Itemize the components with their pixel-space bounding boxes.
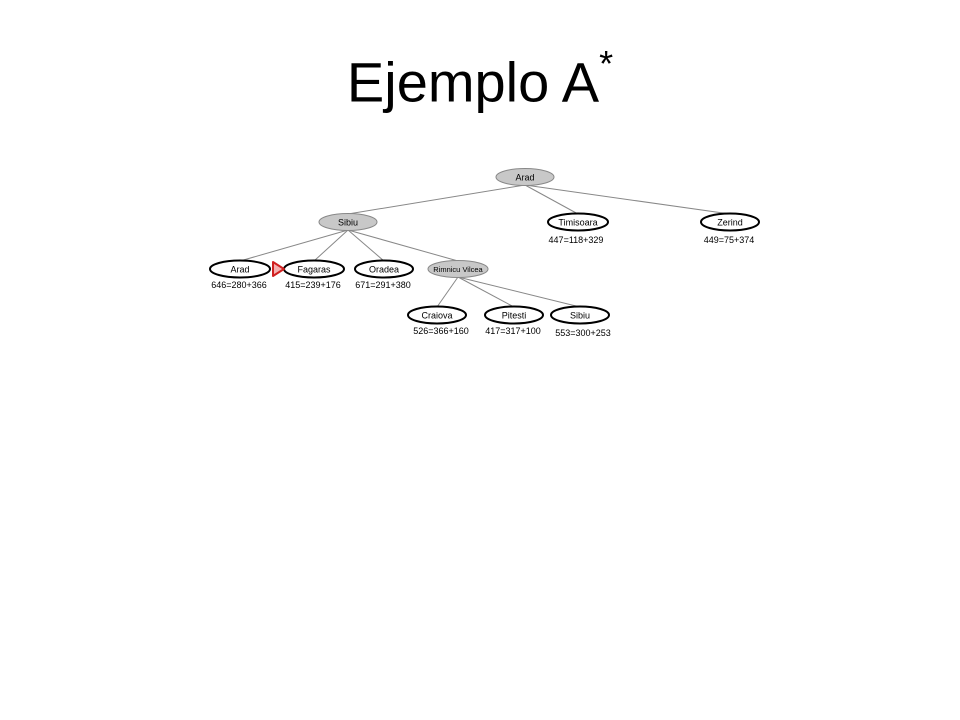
node-arad-root: Arad (495, 168, 555, 186)
node-cost: 415=239+176 (285, 280, 341, 290)
edge-rimnicu-craiova (436, 276, 459, 308)
node-label: Sibiu (570, 311, 590, 321)
node-cost: 526=366+160 (413, 326, 469, 336)
node-cost: 646=280+366 (211, 280, 267, 290)
node-sibiu-2: Sibiu 553=300+253 (550, 305, 611, 338)
slide-title-superscript: * (599, 43, 614, 84)
edge-sibiu-oradea (347, 229, 385, 262)
node-cost: 417=317+100 (485, 326, 541, 336)
tree-edges (239, 184, 731, 308)
node-fagaras: Fagaras 415=239+176 (283, 259, 345, 290)
node-label: Craiova (421, 311, 452, 321)
edge-sibiu-rimnicu (347, 229, 459, 262)
node-cost: 671=291+380 (355, 280, 411, 290)
node-arad-2: Arad 646=280+366 (209, 259, 271, 290)
slide-title-main: Ejemplo A (346, 50, 600, 114)
node-pitesti: Pitesti 417=317+100 (484, 305, 544, 336)
slide-title: Ejemplo A* (0, 46, 960, 114)
triangle-right-icon (272, 261, 285, 277)
node-zerind: Zerind 449=75+374 (700, 212, 760, 245)
node-sibiu-1: Sibiu (318, 213, 378, 231)
edge-rimnicu-sibiu (457, 276, 581, 308)
node-craiova: Craiova 526=366+160 (407, 305, 469, 336)
node-label: Fagaras (297, 265, 331, 275)
node-timisoara: Timisoara 447=118+329 (547, 212, 609, 245)
edge-sibiu-fagaras (313, 229, 349, 262)
edge-sibiu-arad (239, 229, 349, 262)
node-label: Rimnicu Vilcea (433, 265, 483, 274)
node-label: Sibiu (338, 218, 358, 228)
node-label: Timisoara (558, 218, 597, 228)
edge-arad-sibiu (347, 184, 526, 215)
node-rimnicu-vilcea: Rimnicu Vilcea (427, 260, 489, 278)
edge-rimnicu-pitesti (457, 276, 515, 308)
node-label: Zerind (717, 218, 743, 228)
node-oradea: Oradea 671=291+380 (354, 259, 414, 290)
node-label: Arad (230, 265, 249, 275)
node-cost: 447=118+329 (549, 235, 604, 245)
node-cost: 449=75+374 (704, 235, 755, 245)
node-cost: 553=300+253 (555, 328, 611, 338)
edge-arad-zerind (524, 184, 731, 215)
node-label: Pitesti (502, 311, 527, 321)
node-label: Oradea (369, 265, 399, 275)
node-label: Arad (515, 173, 534, 183)
edge-arad-timisoara (524, 184, 579, 215)
